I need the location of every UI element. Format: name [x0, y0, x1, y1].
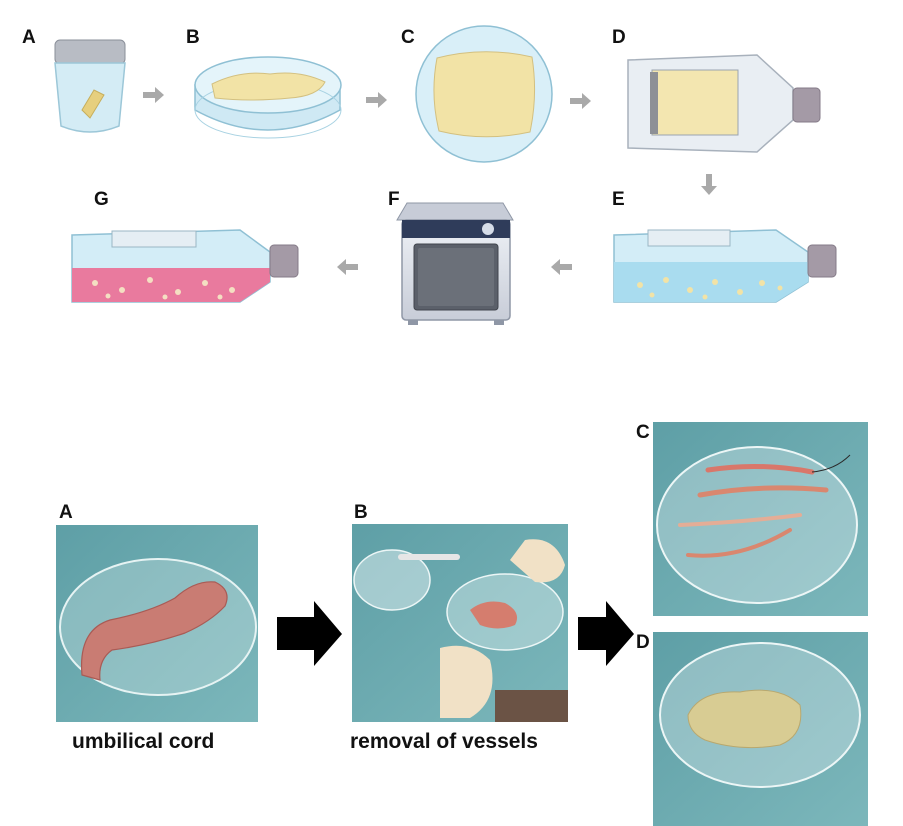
bottom-photos: A umbilical cord B removal of vessels C [56, 422, 868, 826]
top-schematic: A B C D E [22, 25, 837, 325]
flow-arrow-f-g [337, 259, 358, 275]
top-label-f: F [388, 189, 400, 210]
top-label-b: B [186, 27, 200, 48]
step-arrow-b-cd [578, 601, 634, 666]
top-label-g: G [94, 189, 109, 210]
top-label-d: D [612, 27, 626, 48]
bottom-label-d: D [636, 632, 650, 653]
bottom-label-c: C [636, 422, 650, 443]
specimen-jar-icon [54, 39, 126, 133]
bottom-label-b: B [354, 502, 368, 523]
photo-separated-vessels [653, 422, 868, 616]
photo-umbilical-cord [56, 525, 258, 722]
opened-tissue-dish-icon [415, 25, 553, 163]
flow-arrow-e-f [551, 259, 572, 275]
petri-dish-tissue-icon [194, 56, 342, 139]
flow-arrow-d-e [701, 174, 717, 195]
incubator-icon [396, 202, 514, 325]
top-label-e: E [612, 189, 625, 210]
caption-umbilical-cord: umbilical cord [72, 730, 214, 753]
flask-medium-icon [613, 229, 837, 303]
flask-explant-icon [627, 54, 821, 153]
flask-culture-icon [71, 229, 299, 303]
flow-arrow-b-c [366, 92, 387, 108]
step-arrow-a-b [277, 601, 342, 666]
top-label-c: C [401, 27, 415, 48]
flow-arrow-a-b [143, 87, 164, 103]
flow-arrow-c-d [570, 93, 591, 109]
photo-tissue-dish [653, 632, 868, 826]
caption-removal-of-vessels: removal of vessels [350, 730, 538, 753]
top-label-a: A [22, 27, 36, 48]
bottom-label-a: A [59, 502, 73, 523]
photo-vessel-removal [352, 524, 568, 722]
